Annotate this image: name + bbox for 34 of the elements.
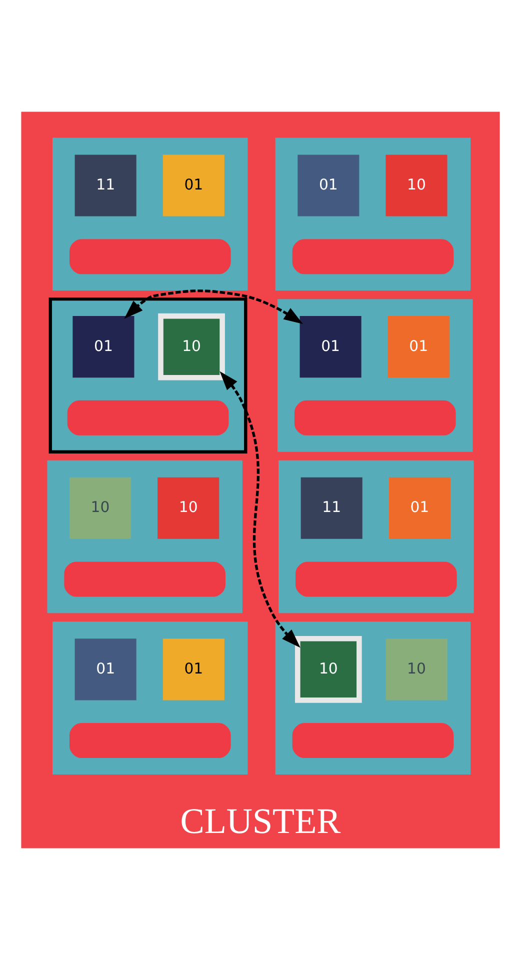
- node-box: 01: [162, 638, 224, 700]
- node-box: 01: [388, 477, 450, 539]
- arrow: [219, 371, 300, 648]
- node-bar: [295, 562, 456, 597]
- node-box: 10: [68, 477, 131, 539]
- node-bar: [294, 400, 456, 436]
- cluster: [52, 622, 248, 774]
- node-box: 01: [162, 154, 224, 216]
- node-bar: [69, 239, 230, 274]
- node-bar: [69, 723, 230, 758]
- node-bar: [292, 239, 454, 274]
- cluster: [276, 299, 472, 452]
- node-box: 10: [385, 154, 447, 216]
- cluster: [274, 138, 470, 291]
- node-box: 01: [297, 154, 359, 216]
- node-box: 10: [158, 313, 224, 380]
- node-box: 10: [294, 636, 362, 703]
- node-box: 11: [300, 477, 362, 539]
- node-box: 11: [74, 154, 136, 216]
- arrow: [124, 289, 302, 324]
- node-bar: [292, 723, 454, 758]
- node-box: 01: [72, 316, 134, 378]
- cluster: [46, 460, 242, 614]
- cluster: [278, 460, 474, 614]
- node-box: 10: [385, 638, 447, 700]
- node-box: 01: [74, 638, 136, 700]
- node-box: 01: [299, 316, 361, 378]
- cluster: [48, 297, 247, 454]
- cluster: [52, 138, 248, 291]
- cluster: [274, 622, 470, 774]
- node-box: 10: [157, 477, 219, 539]
- node-box: 01: [387, 316, 449, 378]
- node-bar: [64, 562, 225, 597]
- node-bar: [66, 400, 228, 436]
